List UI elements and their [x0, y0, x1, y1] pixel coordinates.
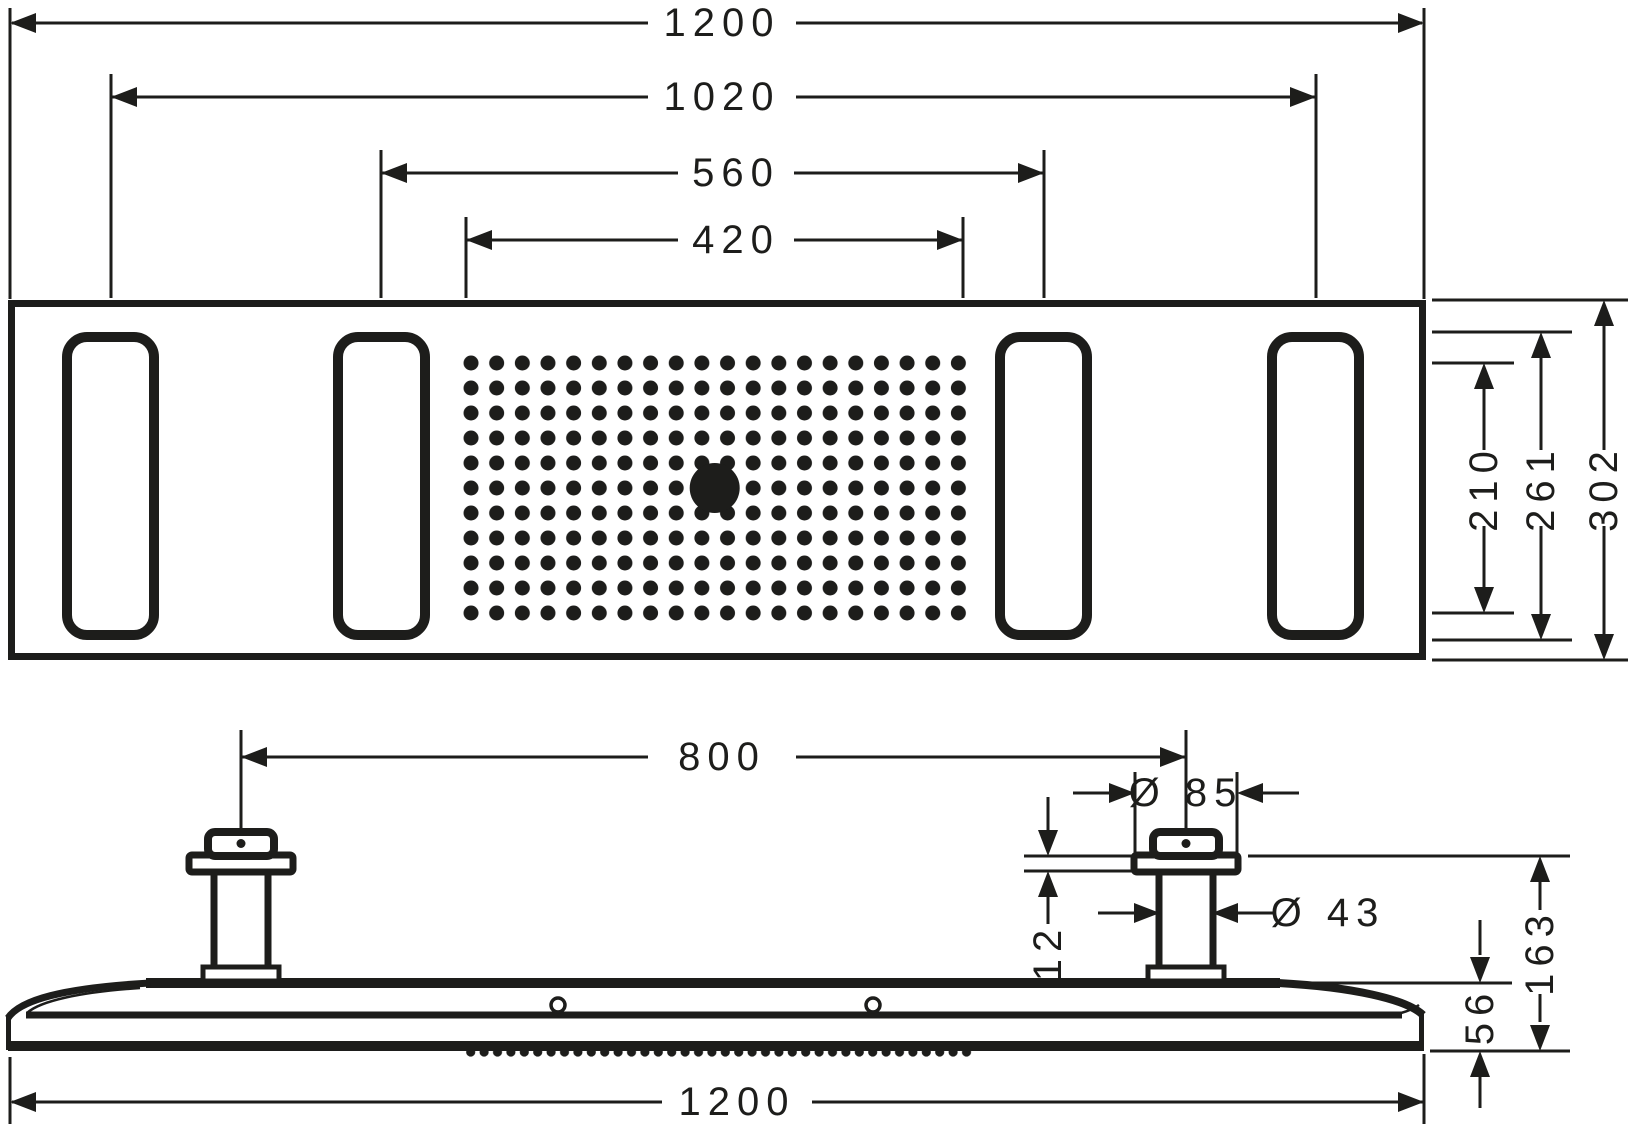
- connector-left: [185, 828, 297, 984]
- arrow-right-icon: [1398, 1092, 1424, 1112]
- dim-inner-slot-spacing: 560: [381, 151, 1044, 195]
- arrow-right-icon: [1134, 903, 1160, 923]
- dim-overall-depth: 302: [1582, 300, 1626, 660]
- dim-value: 56: [1458, 987, 1502, 1046]
- dim-panel-height: 56: [1458, 920, 1502, 1108]
- dim-top-overall-width: 1200: [10, 1, 1424, 45]
- dim-value: 560: [692, 151, 780, 195]
- arrow-right-icon: [1109, 783, 1135, 803]
- dim-value: Ø 43: [1271, 891, 1386, 935]
- dim-value: 163: [1518, 908, 1562, 996]
- arrow-down-icon: [1474, 587, 1494, 613]
- dim-slot-depth: 261: [1519, 332, 1563, 640]
- pipe-stem: [1155, 866, 1217, 974]
- arrow-up-icon: [1594, 300, 1614, 326]
- extension-lines-horizontal-dims: [8, 8, 1426, 299]
- panel-inner-left-curve: [26, 986, 141, 1014]
- arrow-right-icon: [1398, 13, 1424, 33]
- arrow-down-icon: [1470, 957, 1490, 983]
- arrow-left-icon: [1237, 783, 1263, 803]
- cap-hole: [236, 839, 246, 848]
- dim-flange-height: 12: [1026, 797, 1070, 981]
- dim-flange-diameter: Ø 85: [1073, 771, 1299, 815]
- dim-value: 420: [692, 218, 780, 262]
- dim-value: 261: [1519, 444, 1563, 532]
- arrow-left-icon: [381, 163, 407, 183]
- slot-1: [62, 332, 159, 640]
- arrow-up-icon: [1470, 1051, 1490, 1077]
- arrow-left-icon: [466, 230, 492, 250]
- arrow-right-icon: [937, 230, 963, 250]
- slot-2: [333, 332, 430, 640]
- side-view: 800 Ø 85 Ø 43 12 163: [5, 730, 1570, 1124]
- arrow-right-icon: [1018, 163, 1044, 183]
- center-outlet: [689, 463, 740, 513]
- arrow-right-icon: [1160, 747, 1186, 767]
- extension-lines-vertical-dims: [1432, 298, 1628, 662]
- arrow-right-icon: [1290, 87, 1316, 107]
- arrow-down-icon: [1038, 830, 1058, 856]
- nozzle-strip: [464, 1048, 974, 1058]
- slot-3: [995, 332, 1092, 640]
- dim-value: 1200: [679, 1080, 796, 1124]
- dim-spray-field-depth: 210: [1462, 363, 1506, 613]
- arrow-up-icon: [1531, 332, 1551, 358]
- pipe-foot: [1145, 964, 1227, 984]
- dim-value: 1020: [664, 75, 781, 119]
- arrow-left-icon: [10, 1092, 36, 1112]
- dim-value: 800: [678, 735, 766, 779]
- arrow-down-icon: [1531, 614, 1551, 640]
- dim-outer-slot-spacing: 1020: [111, 75, 1316, 119]
- panel-left-end-curve: [5, 979, 151, 1021]
- arrow-down-icon: [1530, 1025, 1550, 1051]
- cap-hole: [1181, 839, 1191, 848]
- extension-lines: [8, 730, 1570, 1124]
- panel-right-end-curve: [1277, 979, 1426, 1019]
- arrow-up-icon: [1530, 856, 1550, 882]
- pipe-foot: [200, 964, 282, 984]
- dim-value: Ø 85: [1129, 771, 1244, 815]
- slot-4: [1267, 332, 1364, 640]
- dim-value: 210: [1462, 444, 1506, 532]
- dim-pipe-diameter: Ø 43: [1098, 891, 1386, 935]
- top-view: 1200 1020 560 420 210: [8, 1, 1628, 662]
- arrow-left-icon: [10, 13, 36, 33]
- arrow-left-icon: [111, 87, 137, 107]
- panel-inner-right-curve: [1400, 1003, 1420, 1015]
- face-screw-right: [864, 996, 882, 1014]
- dim-connector-spacing: 800: [241, 735, 1186, 779]
- arrow-down-icon: [1594, 634, 1614, 660]
- connector-right: [1130, 828, 1242, 984]
- dim-total-height: 163: [1518, 856, 1562, 1051]
- arrow-left-icon: [241, 747, 267, 767]
- pipe-stem: [210, 866, 272, 974]
- dim-value: 1200: [664, 1, 781, 45]
- arrow-up-icon: [1474, 363, 1494, 389]
- face-screw-left: [549, 996, 567, 1014]
- dim-bottom-overall-width: 1200: [10, 1080, 1424, 1124]
- dim-value: 302: [1582, 444, 1626, 532]
- dim-spray-field-width: 420: [466, 218, 963, 262]
- arrow-up-icon: [1038, 871, 1058, 897]
- arrow-left-icon: [1212, 903, 1238, 923]
- dim-value: 12: [1026, 923, 1070, 982]
